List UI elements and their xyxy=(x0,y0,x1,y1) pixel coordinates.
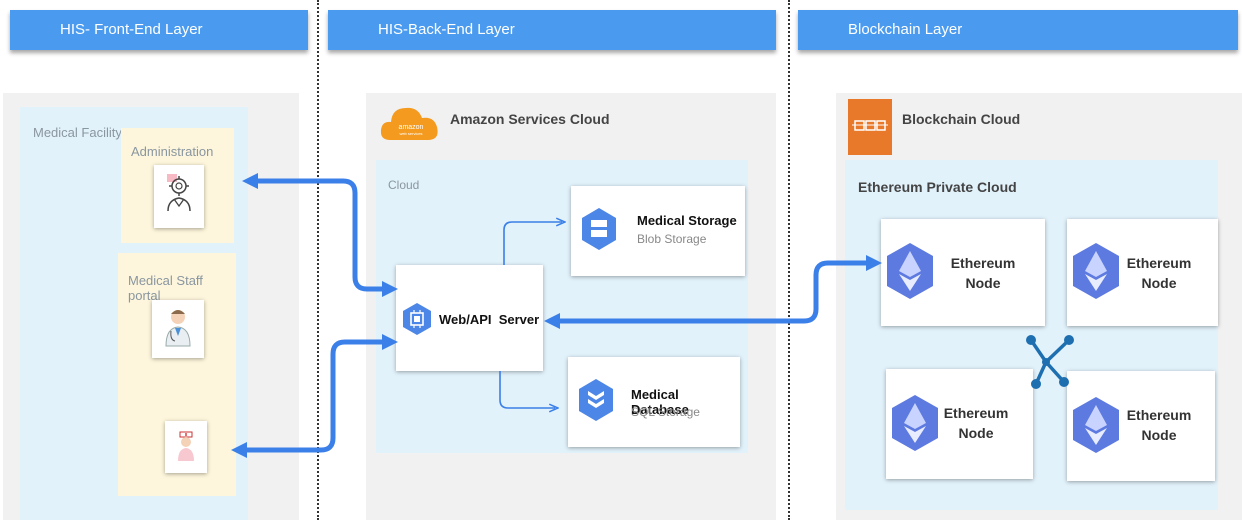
doctor-icon xyxy=(165,310,191,347)
ethereum-node-label: Ethereum Node xyxy=(1119,253,1199,293)
ethereum-node-line2: Node xyxy=(1141,427,1177,443)
nurse-card[interactable] xyxy=(165,421,207,473)
ethereum-node-line1: Ethereum xyxy=(943,405,1009,421)
server-to-storage-arrow xyxy=(503,222,562,265)
blockchain-logo xyxy=(848,99,892,155)
web-api-server-label: Web/API Server xyxy=(439,312,540,327)
blockchain-chain-icon xyxy=(852,120,888,131)
server-to-blockchain-arrow xyxy=(543,254,883,330)
amazon-services-cloud-title: Amazon Services Cloud xyxy=(450,111,610,127)
ethereum-node-label: Ethereum Node xyxy=(936,403,1016,443)
admin-user-gear-icon xyxy=(167,174,191,212)
compute-chip-icon xyxy=(403,303,431,335)
ethereum-icon xyxy=(1073,397,1119,453)
ethereum-node-label: Ethereum Node xyxy=(943,253,1023,293)
ethereum-node-line2: Node xyxy=(1141,275,1177,291)
server-to-database-arrow xyxy=(499,371,555,408)
medical-facility-label: Medical Facility xyxy=(33,125,122,140)
ethereum-node-line1: Ethereum xyxy=(1126,407,1192,423)
ethereum-node-line1: Ethereum xyxy=(950,255,1016,271)
database-icon xyxy=(579,379,613,421)
ethereum-node-line2: Node xyxy=(965,275,1001,291)
medical-storage-subtitle: Blob Storage xyxy=(637,232,707,246)
ethereum-node-line2: Node xyxy=(958,425,994,441)
aws-cloud-icon: amazon web services xyxy=(380,107,438,140)
ethereum-icon xyxy=(887,243,933,299)
ethereum-node[interactable]: Ethereum Node xyxy=(1067,371,1215,481)
medical-database-card[interactable]: Medical Database SQL Storage xyxy=(568,357,740,447)
front-end-layer-header: HIS- Front-End Layer xyxy=(10,10,308,50)
web-api-server-card[interactable]: Web/API Server xyxy=(396,265,543,371)
medical-database-title: Medical Database xyxy=(631,387,689,417)
network-nodes-icon xyxy=(1026,335,1074,389)
ethereum-private-cloud-label: Ethereum Private Cloud xyxy=(858,179,1017,195)
medical-staff-portal-panel: Medical Staff portal xyxy=(118,253,236,496)
doctor-card[interactable] xyxy=(152,300,204,358)
admin-to-server-arrow xyxy=(241,172,399,298)
aws-logo: amazon web services xyxy=(378,98,442,146)
ethereum-node[interactable]: Ethereum Node xyxy=(881,219,1045,326)
svg-text:amazon: amazon xyxy=(399,124,424,131)
medical-staff-portal-label: Medical Staff portal xyxy=(128,273,203,303)
ethereum-node[interactable]: Ethereum Node xyxy=(886,369,1033,479)
blockchain-cloud-title: Blockchain Cloud xyxy=(902,111,1021,127)
medical-storage-title: Medical Storage xyxy=(637,213,737,228)
administration-card[interactable] xyxy=(154,165,204,228)
ethereum-node-line1: Ethereum xyxy=(1126,255,1192,271)
back-end-layer-header: HIS-Back-End Layer xyxy=(328,10,776,50)
ethereum-icon xyxy=(892,395,938,451)
storage-icon xyxy=(582,208,616,250)
ethereum-node-label: Ethereum Node xyxy=(1119,405,1199,445)
ethereum-node[interactable]: Ethereum Node xyxy=(1067,219,1218,326)
staff-to-server-arrow xyxy=(230,333,399,459)
administration-label: Administration xyxy=(131,144,214,159)
ethereum-icon xyxy=(1073,243,1119,299)
blockchain-layer-header: Blockchain Layer xyxy=(798,10,1238,50)
svg-text:web services: web services xyxy=(399,131,422,136)
medical-database-subtitle: SQL Storage xyxy=(631,405,700,419)
nurse-icon xyxy=(178,431,194,461)
administration-panel: Administration xyxy=(121,128,234,243)
